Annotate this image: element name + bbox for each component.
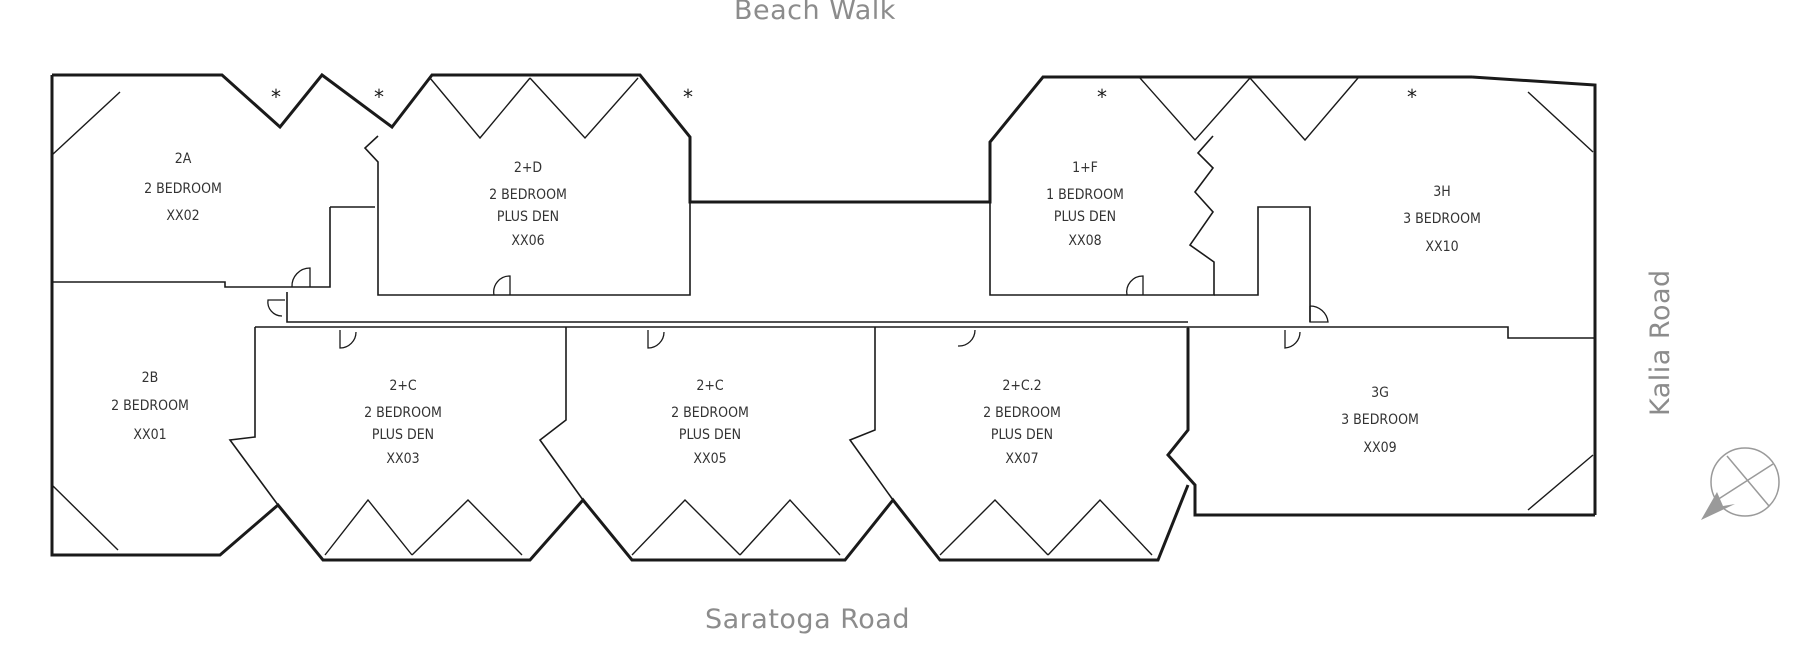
unit-label-line: XX01: [133, 427, 166, 443]
wall-bottom-mid: [50, 75, 1190, 562]
wall-shaft-3h: [1214, 206, 1311, 322]
lanai-triangles: [51, 77, 1594, 556]
unit-3h: 3H 3 BEDROOM XX10: [1403, 184, 1481, 255]
wall-top-left: [52, 72, 1472, 204]
unit-label-line: PLUS DEN: [497, 209, 559, 225]
unit-label-line: 3 BEDROOM: [1341, 412, 1419, 428]
unit-label-line: 3 BEDROOM: [1403, 211, 1481, 227]
lanai-marks: * * * * *: [271, 85, 1417, 109]
unit-label-line: PLUS DEN: [679, 427, 741, 443]
unit-2c-a: 2+C 2 BEDROOM PLUS DEN XX03: [364, 378, 442, 467]
unit-label-line: 2+D: [514, 160, 542, 176]
wall-2c-a-b: [538, 327, 584, 501]
lanai-mark: *: [1097, 85, 1107, 109]
unit-label-line: 2B: [142, 370, 159, 386]
north-arrow-icon: [1701, 447, 1780, 520]
unit-label-line: 2A: [175, 151, 192, 167]
unit-1f: 1+F 1 BEDROOM PLUS DEN XX08: [1046, 160, 1124, 249]
wall-1f: [989, 135, 1215, 296]
unit-2b: 2B 2 BEDROOM XX01: [111, 370, 189, 443]
street-label-kalia-road: Kalia Road: [1645, 269, 1676, 416]
door-swings: [267, 267, 1329, 349]
unit-label-line: XX07: [1005, 451, 1038, 467]
unit-2c2: 2+C.2 2 BEDROOM PLUS DEN XX07: [983, 378, 1061, 467]
wall-bottom-right: [1166, 328, 1595, 517]
street-label-beach-walk: Beach Walk: [734, 0, 896, 26]
unit-label-line: XX05: [693, 451, 726, 467]
lanai-mark: *: [1407, 85, 1417, 109]
unit-label-line: 2 BEDROOM: [671, 405, 749, 421]
unit-label-line: 3G: [1371, 385, 1389, 401]
unit-label-line: XX10: [1425, 239, 1458, 255]
unit-label-line: XX08: [1068, 233, 1101, 249]
street-label-saratoga-road: Saratoga Road: [705, 604, 910, 635]
units: 2A 2 BEDROOM XX02 2+D 2 BEDROOM PLUS DEN XX06 1…: [111, 151, 1481, 467]
unit-label-line: 2+C: [389, 378, 417, 394]
wall-2a-2b: [52, 281, 287, 288]
unit-label-line: PLUS DEN: [372, 427, 434, 443]
unit-label-line: 1 BEDROOM: [1046, 187, 1124, 203]
unit-label-line: XX09: [1363, 440, 1396, 456]
unit-3g: 3G 3 BEDROOM XX09: [1341, 385, 1419, 456]
unit-label-line: 3H: [1433, 184, 1451, 200]
outer-walls: [50, 72, 1597, 562]
corridor-top: [286, 292, 1188, 323]
unit-label-line: PLUS DEN: [1054, 209, 1116, 225]
wall-2a-shaft: [287, 207, 331, 288]
unit-label-line: XX06: [511, 233, 544, 249]
compass-circle: [1710, 447, 1780, 517]
unit-label-line: PLUS DEN: [991, 427, 1053, 443]
lanai-mark: *: [374, 85, 384, 109]
lanai-mark: *: [271, 85, 281, 109]
wall-2c-left: [228, 327, 279, 506]
corridor-bottom: [255, 326, 1595, 339]
unit-label-line: XX03: [386, 451, 419, 467]
unit-label-line: 2 BEDROOM: [489, 187, 567, 203]
unit-label-line: 2 BEDROOM: [364, 405, 442, 421]
wall-2c-b-2c2: [848, 327, 894, 501]
wall-right-tower: [1471, 75, 1597, 515]
unit-label-line: 2+C: [696, 378, 724, 394]
unit-label-line: 2 BEDROOM: [983, 405, 1061, 421]
unit-label-line: 2+C.2: [1002, 378, 1041, 394]
unit-label-line: XX02: [166, 208, 199, 224]
unit-label-line: 2 BEDROOM: [111, 398, 189, 414]
unit-2d: 2+D 2 BEDROOM PLUS DEN XX06: [489, 160, 567, 249]
wall-2d: [363, 135, 691, 296]
unit-label-line: 1+F: [1072, 160, 1098, 176]
inner-walls: [51, 135, 1595, 555]
unit-2a: 2A 2 BEDROOM XX02: [144, 151, 222, 224]
unit-2c-b: 2+C 2 BEDROOM PLUS DEN XX05: [671, 378, 749, 467]
lanai-mark: *: [683, 85, 693, 109]
unit-label-line: 2 BEDROOM: [144, 181, 222, 197]
